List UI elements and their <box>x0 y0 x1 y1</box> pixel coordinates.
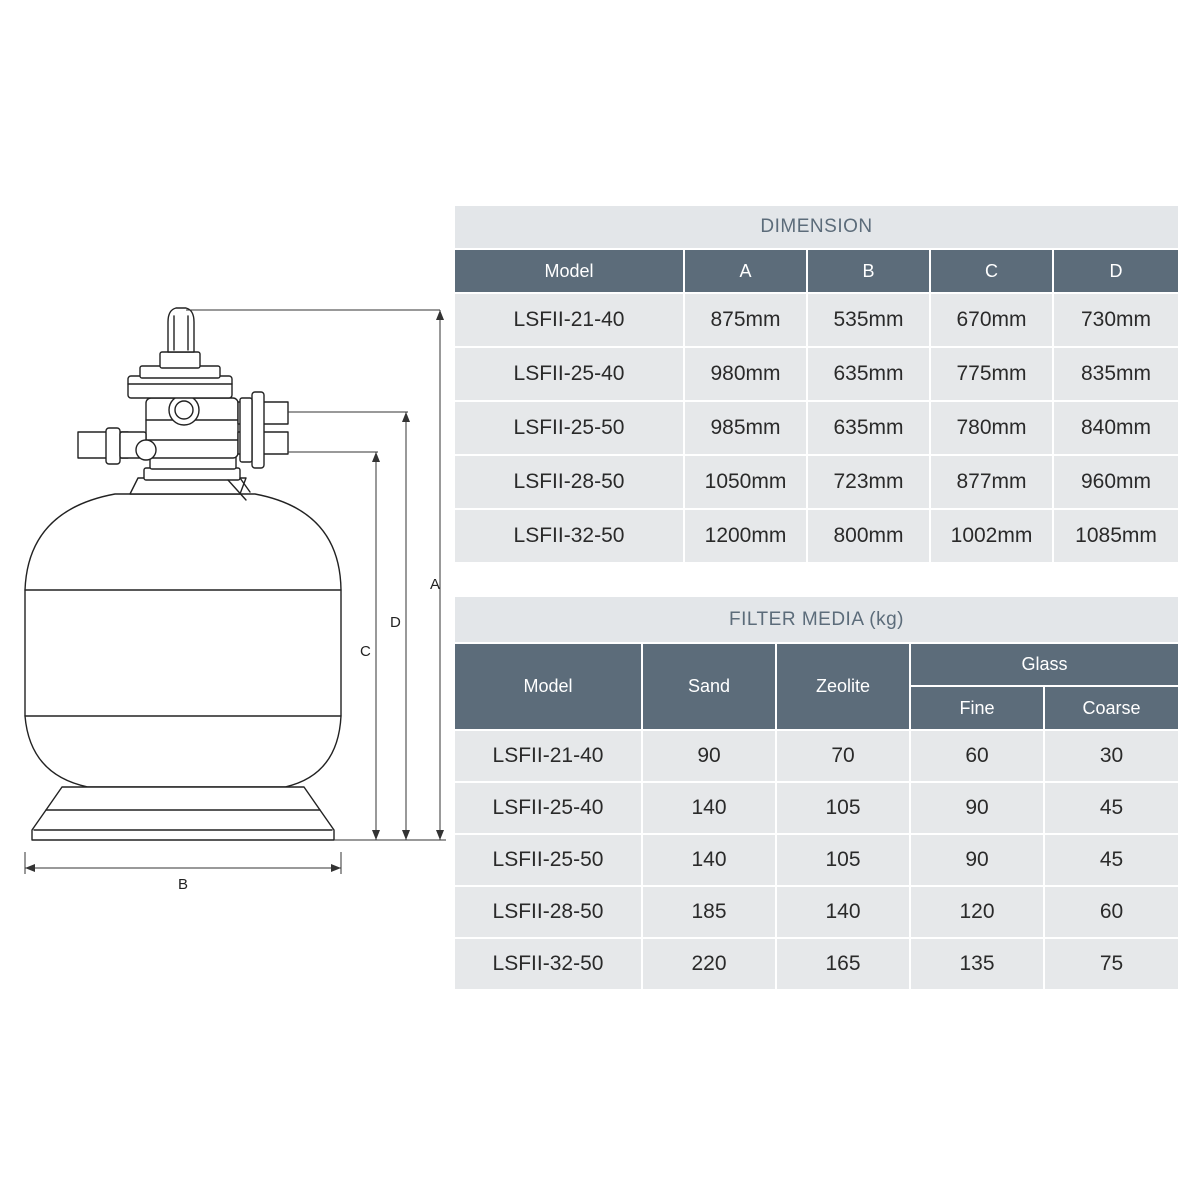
dimension-d-cell: 960mm <box>1054 456 1179 508</box>
dimension-c-cell: 1002mm <box>931 510 1052 562</box>
dimension-label-a: A <box>430 576 440 593</box>
zeolite-cell: 165 <box>777 939 909 989</box>
glass-fine-cell: 90 <box>911 835 1043 885</box>
glass-coarse-cell: 75 <box>1045 939 1178 989</box>
header-sand: Sand <box>643 644 775 729</box>
dimension-d-cell: 730mm <box>1054 294 1179 346</box>
sand-cell: 220 <box>643 939 775 989</box>
header-glass-coarse: Coarse <box>1045 687 1178 729</box>
filter-media-table-title: FILTER MEDIA (kg) <box>455 597 1178 642</box>
sand-cell: 90 <box>643 731 775 781</box>
glass-coarse-cell: 45 <box>1045 783 1178 833</box>
dimension-c-cell: 775mm <box>931 348 1052 400</box>
zeolite-cell: 105 <box>777 783 909 833</box>
dimension-c-cell: 877mm <box>931 456 1052 508</box>
table-row: LSFII-28-50 185 140 120 60 <box>455 887 1178 937</box>
model-cell: LSFII-25-40 <box>455 783 641 833</box>
zeolite-cell: 70 <box>777 731 909 781</box>
tank-base <box>31 786 335 841</box>
model-cell: LSFII-28-50 <box>455 887 641 937</box>
zeolite-cell: 140 <box>777 887 909 937</box>
table-row: LSFII-25-40 980mm 635mm 775mm 835mm <box>455 348 1179 400</box>
dimension-b-cell: 635mm <box>808 402 929 454</box>
header-zeolite: Zeolite <box>777 644 909 729</box>
model-cell: LSFII-21-40 <box>455 731 641 781</box>
table-row: LSFII-25-40 140 105 90 45 <box>455 783 1178 833</box>
dimension-label-b: B <box>178 876 188 893</box>
dimension-a-cell: 985mm <box>685 402 806 454</box>
glass-coarse-cell: 45 <box>1045 835 1178 885</box>
header-model: Model <box>455 250 683 292</box>
glass-fine-cell: 120 <box>911 887 1043 937</box>
table-row: LSFII-32-50 1200mm 800mm 1002mm 1085mm <box>455 510 1179 562</box>
header-a: A <box>685 250 806 292</box>
dimension-table-title: DIMENSION <box>455 206 1179 248</box>
dimension-a-cell: 1050mm <box>685 456 806 508</box>
filter-diagram: A D C B <box>24 307 446 893</box>
header-d: D <box>1054 250 1179 292</box>
glass-fine-cell: 90 <box>911 783 1043 833</box>
table-row: LSFII-25-50 985mm 635mm 780mm 840mm <box>455 402 1179 454</box>
valve-port <box>168 394 200 426</box>
model-cell: LSFII-25-50 <box>455 835 641 885</box>
dimension-label-d: D <box>390 614 401 631</box>
dimension-c-cell: 780mm <box>931 402 1052 454</box>
dimension-c-cell: 670mm <box>931 294 1052 346</box>
header-b: B <box>808 250 929 292</box>
model-cell: LSFII-25-40 <box>455 348 683 400</box>
sand-cell: 185 <box>643 887 775 937</box>
valve-handle <box>167 307 195 353</box>
glass-coarse-cell: 30 <box>1045 731 1178 781</box>
filter-media-table: FILTER MEDIA (kg) Model Sand Zeolite Gla… <box>453 595 1180 991</box>
dimension-b-cell: 635mm <box>808 348 929 400</box>
header-glass-fine: Fine <box>911 687 1043 729</box>
model-cell: LSFII-32-50 <box>455 510 683 562</box>
glass-fine-cell: 135 <box>911 939 1043 989</box>
sand-cell: 140 <box>643 835 775 885</box>
valve-cap <box>127 375 233 399</box>
header-c: C <box>931 250 1052 292</box>
table-row: LSFII-21-40 90 70 60 30 <box>455 731 1178 781</box>
dimension-d-cell: 840mm <box>1054 402 1179 454</box>
dimension-table: DIMENSION Model A B C D LSFII-21-40 875m… <box>453 204 1181 564</box>
filter-tank <box>24 493 342 788</box>
dimension-a-cell: 980mm <box>685 348 806 400</box>
table-row: LSFII-25-50 140 105 90 45 <box>455 835 1178 885</box>
dimension-b-cell: 800mm <box>808 510 929 562</box>
dimension-d-cell: 835mm <box>1054 348 1179 400</box>
dimension-b-cell: 723mm <box>808 456 929 508</box>
model-cell: LSFII-28-50 <box>455 456 683 508</box>
sand-cell: 140 <box>643 783 775 833</box>
model-cell: LSFII-21-40 <box>455 294 683 346</box>
table-row: LSFII-28-50 1050mm 723mm 877mm 960mm <box>455 456 1179 508</box>
dimension-a-cell: 875mm <box>685 294 806 346</box>
dimension-d-cell: 1085mm <box>1054 510 1179 562</box>
glass-coarse-cell: 60 <box>1045 887 1178 937</box>
header-model: Model <box>455 644 641 729</box>
header-glass: Glass <box>911 644 1178 685</box>
model-cell: LSFII-25-50 <box>455 402 683 454</box>
valve-flange <box>129 477 247 495</box>
dimension-label-c: C <box>360 643 371 660</box>
table-row: LSFII-32-50 220 165 135 75 <box>455 939 1178 989</box>
dimension-b-cell: 535mm <box>808 294 929 346</box>
zeolite-cell: 105 <box>777 835 909 885</box>
glass-fine-cell: 60 <box>911 731 1043 781</box>
dimension-a-cell: 1200mm <box>685 510 806 562</box>
model-cell: LSFII-32-50 <box>455 939 641 989</box>
table-row: LSFII-21-40 875mm 535mm 670mm 730mm <box>455 294 1179 346</box>
